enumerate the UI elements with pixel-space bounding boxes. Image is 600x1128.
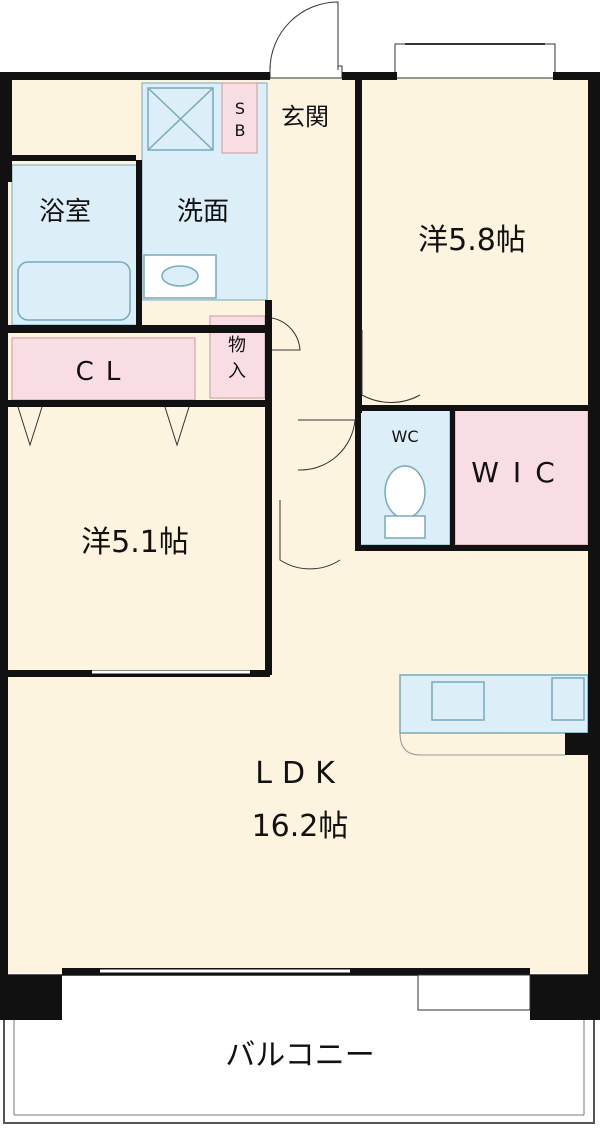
kitchen-counter-edge	[399, 732, 565, 756]
closet-door-left	[17, 406, 43, 447]
toilet-bowl	[384, 465, 426, 519]
closet-room	[11, 337, 196, 401]
washroom-cabinet-cross	[147, 87, 214, 151]
western-room-1-label: 洋5.8帖	[418, 223, 526, 258]
closet-label: CL	[76, 357, 133, 387]
walls	[0, 72, 600, 1020]
door-swing-room1	[361, 330, 421, 403]
entrance-door-swing	[269, 1, 339, 71]
balcony-label: バルコニー	[225, 1038, 374, 1073]
walk-in-closet-label: WIC	[471, 456, 569, 489]
kitchen-sink	[431, 681, 485, 721]
door-swing-hall	[297, 419, 356, 471]
bathtub	[17, 261, 131, 321]
window-top	[394, 43, 556, 79]
washbasin-bowl	[161, 265, 199, 287]
entrance-label: 玄関	[281, 103, 329, 131]
kitchen-stove	[551, 677, 585, 721]
walk-in-closet-room	[454, 409, 589, 546]
washroom-label: 洗面	[177, 197, 229, 227]
ldk-size-label: 16.2帖	[252, 809, 349, 844]
bath-label: 浴室	[39, 197, 91, 227]
western-room-2-label: 洋5.1帖	[81, 525, 189, 560]
shoebox-room	[221, 82, 258, 154]
storage-label: 物入	[228, 335, 246, 382]
ldk-label: LDK	[255, 756, 345, 791]
window-ldk-right	[417, 974, 531, 1011]
door-swing-room2	[279, 500, 341, 570]
toilet-label: WC	[392, 427, 419, 446]
closet-door-right	[164, 406, 190, 447]
door-swing-storage	[271, 317, 301, 351]
toilet-tank	[384, 515, 426, 539]
